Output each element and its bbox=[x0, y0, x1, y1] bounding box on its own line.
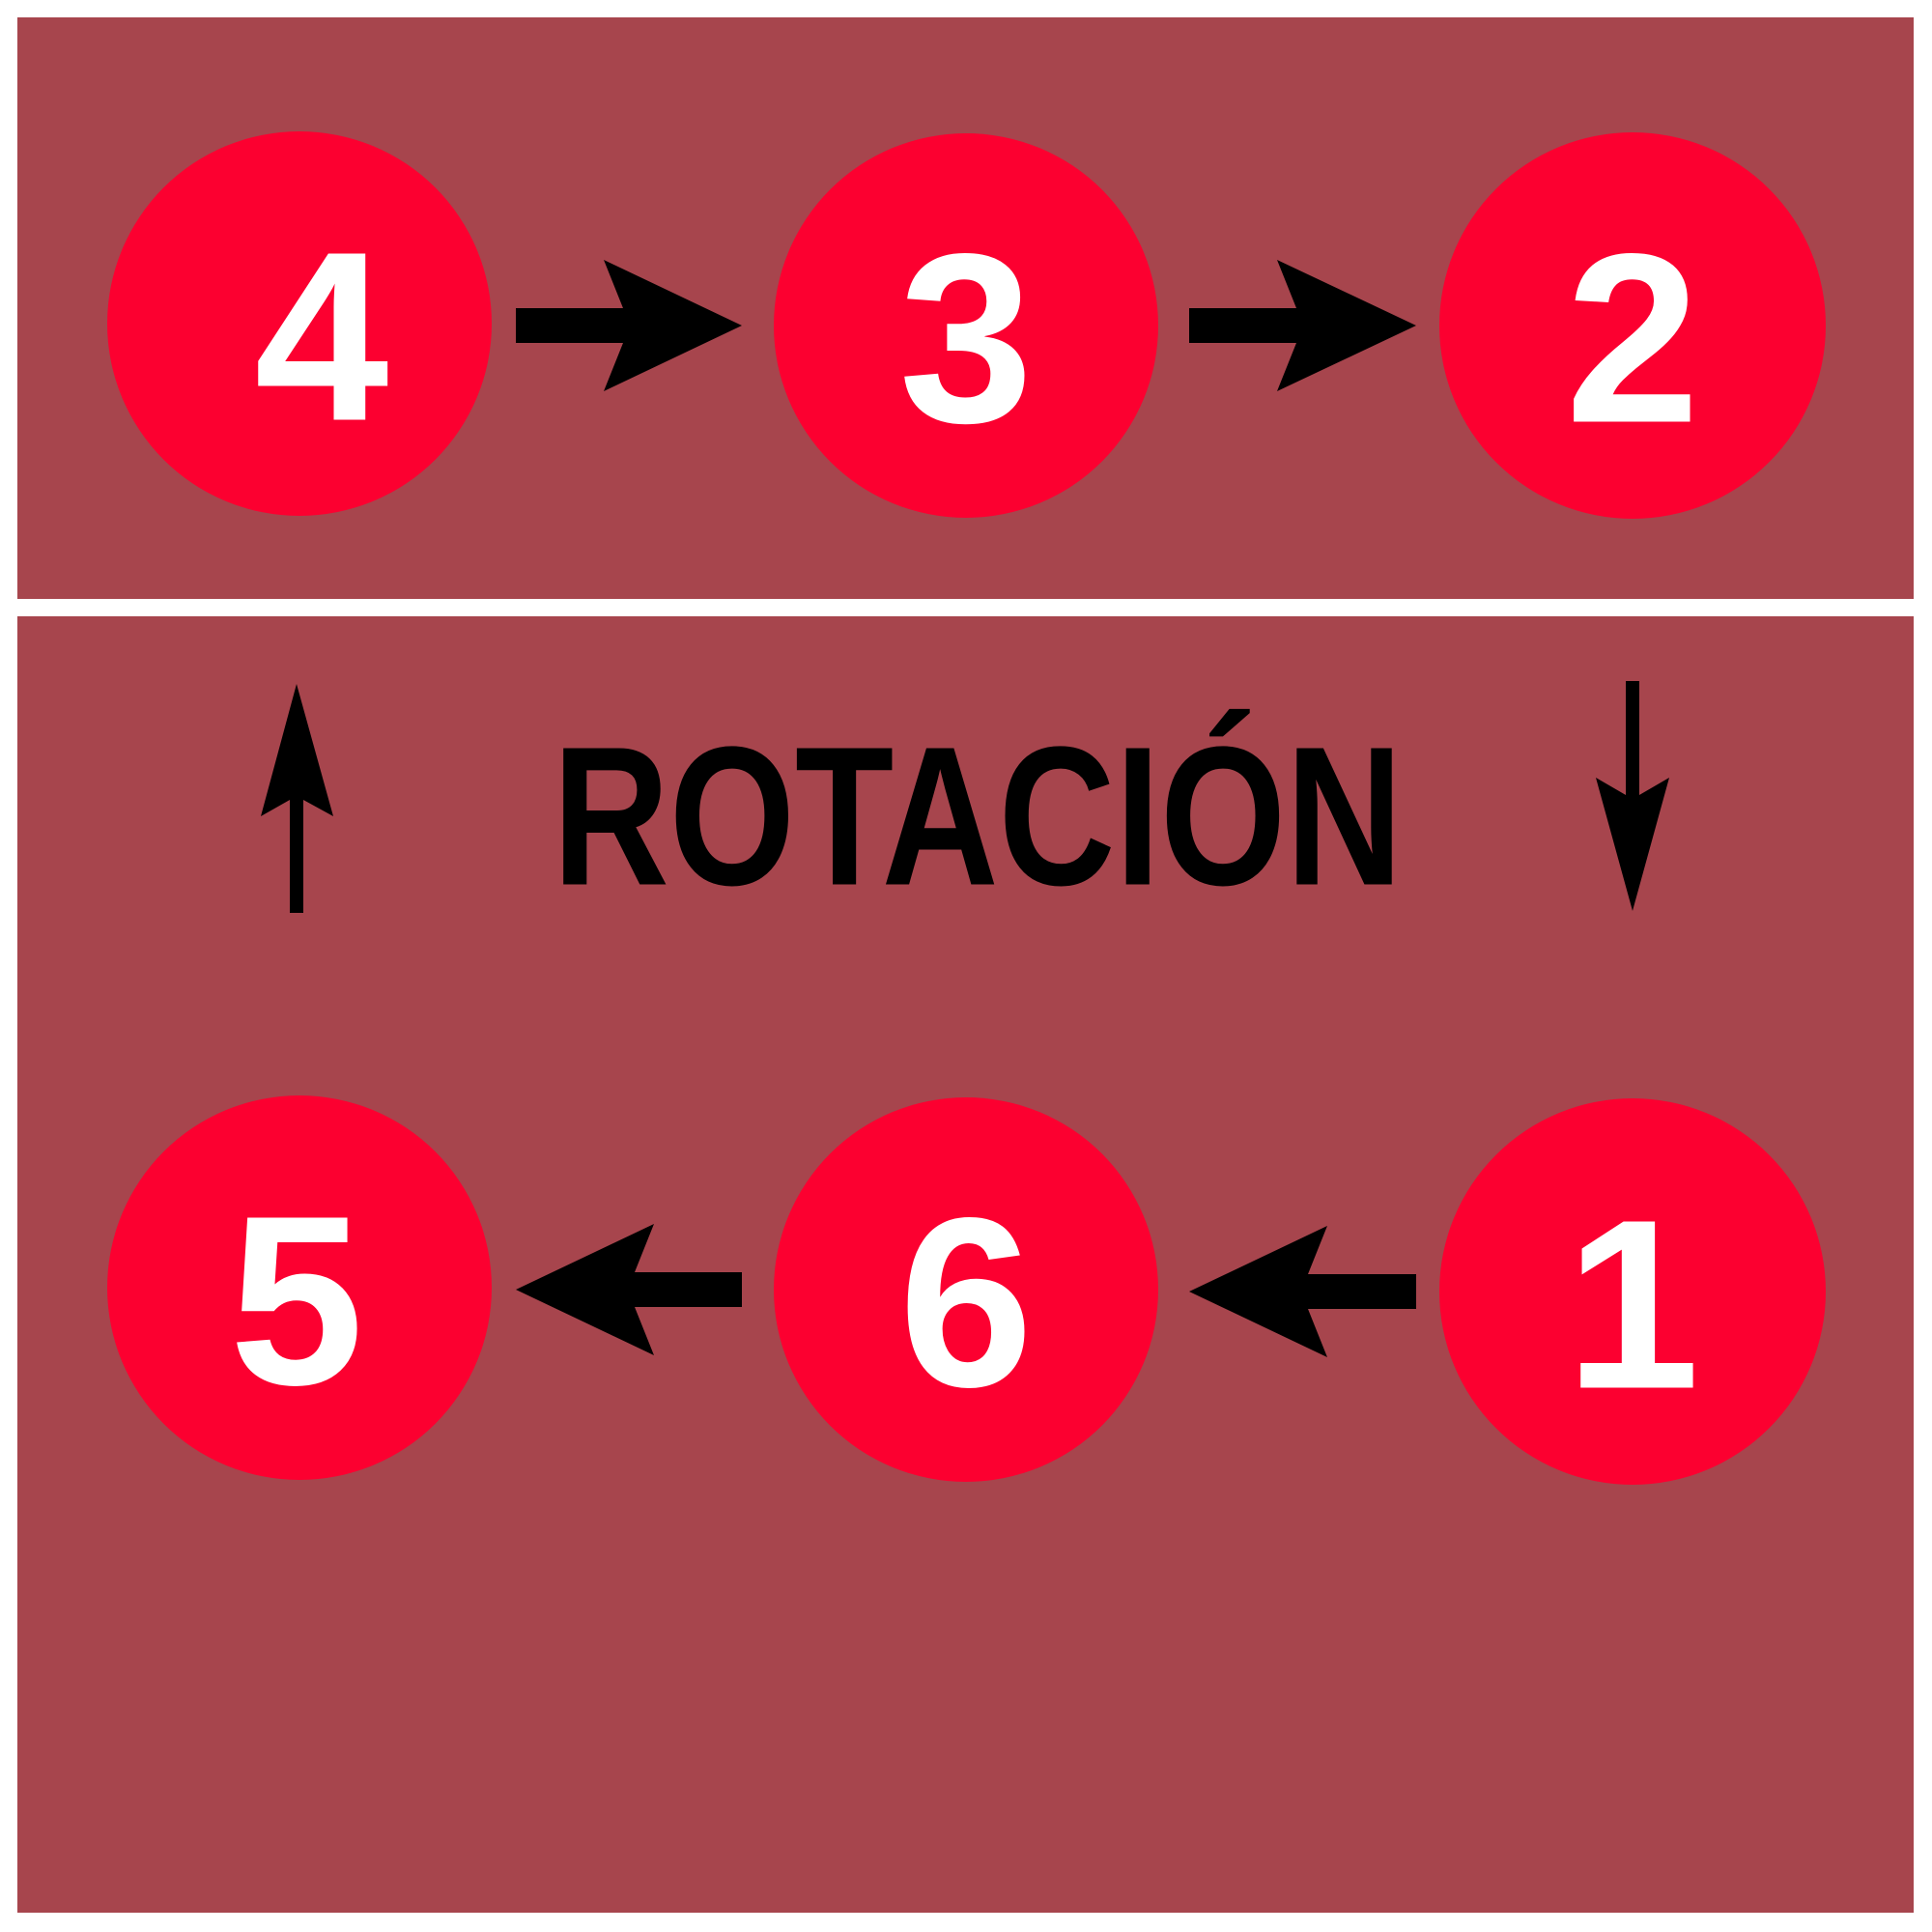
node-6[interactable]: 6 bbox=[774, 1097, 1158, 1482]
arrow-6-to-5 bbox=[516, 1224, 742, 1355]
node-label: 1 bbox=[1565, 1170, 1699, 1439]
arrow-4-to-3 bbox=[516, 260, 742, 391]
arrow-right-icon bbox=[1189, 260, 1416, 391]
node-circle[interactable] bbox=[107, 1095, 492, 1480]
node-2[interactable]: 2 bbox=[1439, 132, 1826, 519]
node-label: 4 bbox=[254, 202, 388, 471]
arrow-down-right bbox=[1596, 681, 1669, 911]
node-label: 6 bbox=[898, 1168, 1033, 1437]
rotation-title: ROTACIÓN bbox=[553, 706, 1403, 927]
node-4[interactable]: 4 bbox=[107, 131, 492, 516]
node-label: 3 bbox=[898, 204, 1033, 473]
node-label: 5 bbox=[229, 1166, 363, 1435]
arrow-3-to-2 bbox=[1189, 260, 1416, 391]
arrow-right-icon bbox=[516, 260, 742, 391]
node-label: 2 bbox=[1565, 204, 1699, 473]
node-circle[interactable] bbox=[774, 1097, 1158, 1482]
arrow-up-icon bbox=[261, 684, 333, 913]
arrow-down-icon bbox=[1596, 681, 1669, 911]
node-circle[interactable] bbox=[107, 131, 492, 516]
node-circle[interactable] bbox=[1439, 132, 1826, 519]
node-1[interactable]: 1 bbox=[1439, 1098, 1826, 1485]
arrow-up-left bbox=[261, 684, 333, 913]
arrow-left-icon bbox=[1189, 1226, 1416, 1357]
node-3[interactable]: 3 bbox=[774, 133, 1158, 518]
node-circle[interactable] bbox=[774, 133, 1158, 518]
node-circle[interactable] bbox=[1439, 1098, 1826, 1485]
node-5[interactable]: 5 bbox=[107, 1095, 492, 1480]
arrow-1-to-6 bbox=[1189, 1226, 1416, 1357]
arrow-left-icon bbox=[516, 1224, 742, 1355]
